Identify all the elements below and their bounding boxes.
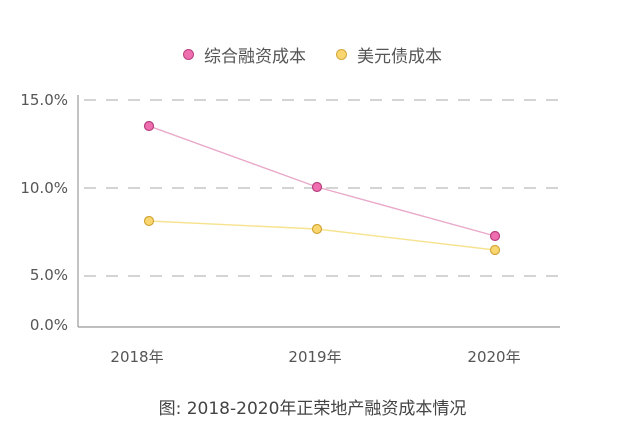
x-tick-label: 2018年: [110, 348, 164, 366]
y-tick-label: 5.0%: [29, 266, 68, 284]
x-tick-label: 2020年: [467, 348, 521, 366]
legend-label: 美元债成本: [357, 47, 442, 67]
x-tick-label: 2019年: [288, 348, 342, 366]
legend-item-combined-cost[interactable]: 综合融资成本: [183, 42, 306, 67]
series-line-usd: [148, 220, 496, 251]
series-points-usd: [143, 215, 501, 256]
legend-item-usd-bond-cost[interactable]: 美元债成本: [336, 42, 442, 67]
chart-caption: 图: 2018-2020年正荣地产融资成本情况: [158, 399, 467, 419]
pink-circle-icon: [183, 49, 194, 60]
y-tick-label: 0.0%: [29, 316, 68, 334]
y-tick-label: 15.0%: [20, 91, 68, 109]
yellow-circle-icon: [336, 49, 347, 60]
gridlines: [84, 99, 560, 277]
series-line-combined: [148, 125, 496, 237]
series-points-combined: [143, 120, 501, 242]
legend: 综合融资成本 美元债成本: [0, 42, 625, 67]
legend-label: 综合融资成本: [204, 47, 306, 67]
y-tick-label: 10.0%: [20, 179, 68, 197]
